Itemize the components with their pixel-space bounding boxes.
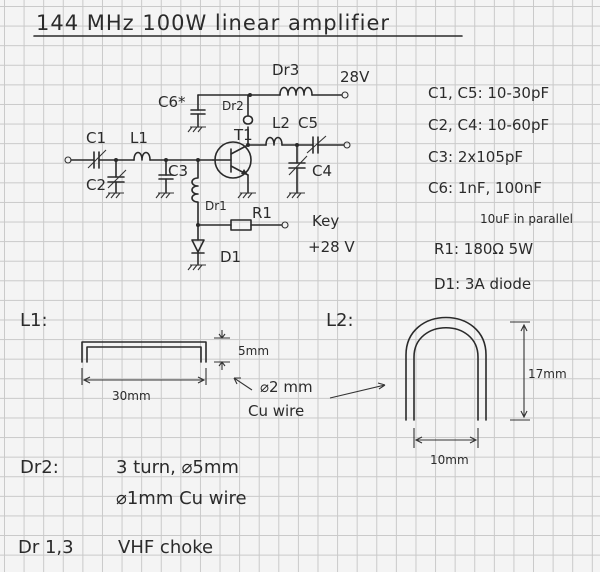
part-d1: D1: 3A diode: [434, 275, 531, 293]
inductor-l1: [133, 151, 151, 161]
part-c2-c4: C2, C4: 10-60pF: [428, 116, 549, 134]
l1-title: L1:: [20, 310, 48, 331]
label-t1: T1: [233, 126, 253, 144]
label-key-voltage: +28 V: [308, 238, 355, 256]
label-c4: C4: [312, 162, 332, 180]
input-terminal: [64, 156, 72, 164]
label-supply: 28V: [340, 68, 370, 86]
resistor-r1: [230, 219, 252, 231]
label-r1: R1: [252, 204, 272, 222]
dr2-note-line1: 3 turn, ⌀5mm: [116, 457, 239, 478]
coil-l2-drawing: L2: 17mm 10mm: [326, 310, 567, 467]
l2-width-label: 10mm: [430, 453, 469, 467]
dr13-note-label: Dr 1,3: [18, 537, 74, 558]
capacitor-c1: [87, 149, 107, 169]
label-key: Key: [312, 212, 339, 230]
wire-diameter-label: ⌀2 mm: [260, 378, 313, 396]
label-c3: C3: [168, 162, 188, 180]
capacitor-c4: [286, 144, 308, 199]
part-c3: C3: 2x105pF: [428, 148, 523, 166]
wire-material-label: Cu wire: [248, 402, 304, 420]
capacitor-c6: [187, 94, 206, 133]
inductor-l2: [265, 136, 283, 146]
choke-dr3: [279, 86, 313, 96]
part-c6: C6: 1nF, 100nF: [428, 179, 542, 197]
diode-d1: [187, 239, 206, 271]
page-title: 144 MHz 100W linear amplifier: [36, 11, 390, 35]
label-l2: L2: [272, 114, 290, 132]
l2-height-label: 17mm: [528, 367, 567, 381]
label-c1: C1: [86, 129, 106, 147]
notes: Dr2: 3 turn, ⌀5mm ⌀1mm Cu wire Dr 1,3 VH…: [18, 457, 247, 558]
label-d1: D1: [220, 248, 241, 266]
label-c5: C5: [298, 114, 318, 132]
l2-title: L2:: [326, 310, 354, 331]
dr2-note-line2: ⌀1mm Cu wire: [116, 488, 247, 509]
key-terminal: [281, 221, 289, 229]
label-dr3: Dr3: [272, 61, 299, 79]
choke-dr1: [191, 159, 199, 241]
dr2-note-label: Dr2:: [20, 457, 59, 478]
label-dr1: Dr1: [205, 199, 227, 213]
transistor-t1: [212, 141, 256, 199]
parts-list: C1, C5: 10-30pF C2, C4: 10-60pF C3: 2x10…: [428, 84, 573, 293]
l1-length-label: 30mm: [112, 389, 151, 403]
capacitor-c2: [105, 159, 127, 199]
supply-terminal: [341, 91, 349, 99]
dr13-note-text: VHF choke: [118, 537, 213, 558]
label-c6: C6*: [158, 93, 186, 111]
schematic: C1 C2 L1 C3 C6* Dr2 T1 Dr3 28V L2 C5 C4 …: [64, 61, 370, 271]
l1-height-label: 5mm: [238, 344, 269, 358]
label-dr2: Dr2: [222, 99, 244, 113]
label-l1: L1: [130, 129, 148, 147]
capacitor-c3: [155, 159, 174, 199]
coil-l1-drawing: L1: 5mm 30mm ⌀2 mm Cu wire: [20, 310, 386, 420]
part-c1-c5: C1, C5: 10-30pF: [428, 84, 549, 102]
output-terminal: [343, 141, 351, 149]
choke-dr2: [242, 94, 254, 146]
part-c6-extra: 10uF in parallel: [480, 212, 573, 226]
label-c2: C2: [86, 176, 106, 194]
part-r1: R1: 180Ω 5W: [434, 240, 533, 258]
